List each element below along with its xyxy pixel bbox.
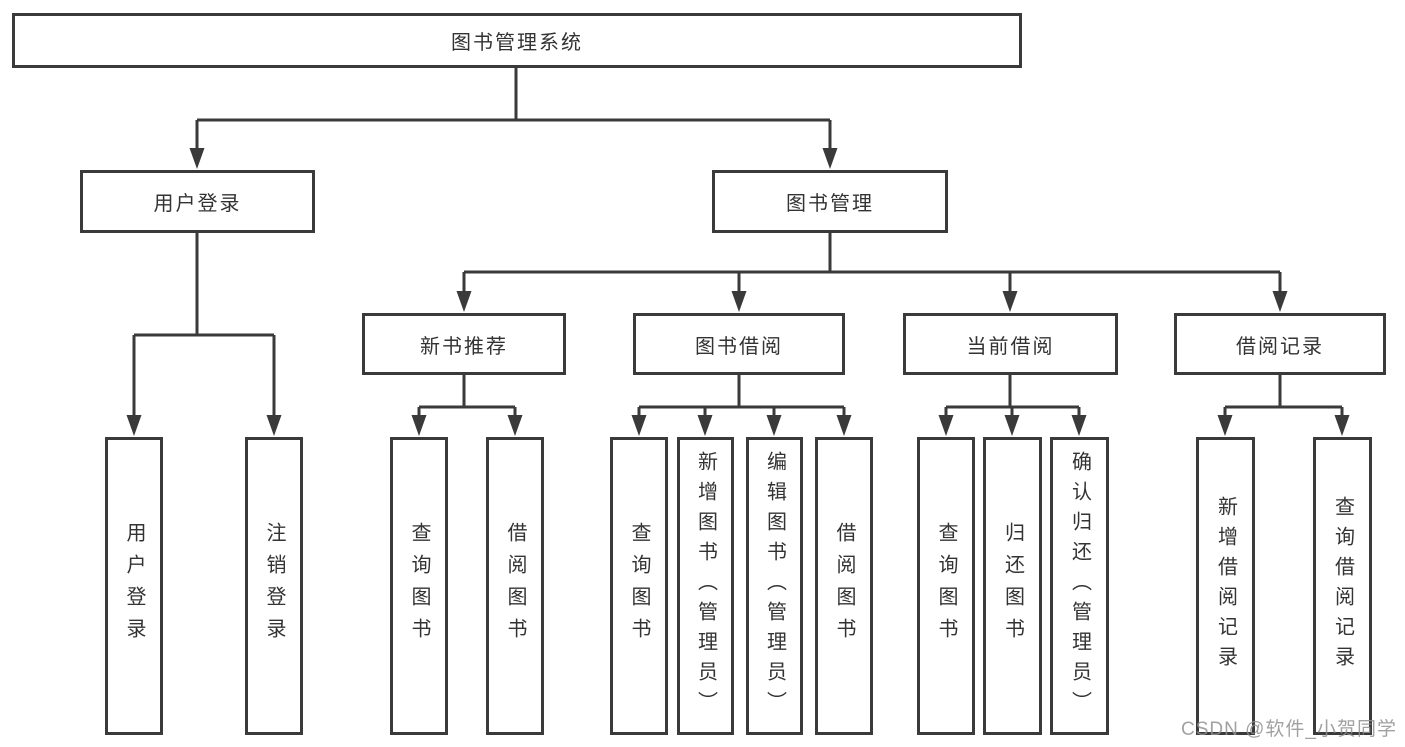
node-label: 查询借阅记录	[1331, 496, 1354, 676]
arrow-icon	[266, 415, 282, 436]
arrow-icon	[822, 148, 838, 169]
node-current-borrow: 当前借阅	[903, 313, 1118, 375]
node-label: 用户登录	[123, 522, 145, 650]
arrow-icon	[836, 415, 852, 436]
leaf-query-books-borrow: 查询图书	[610, 437, 668, 735]
node-label: 用户登录	[153, 193, 242, 215]
node-label: 确认归还（管理员）	[1068, 451, 1091, 721]
node-book-borrow: 图书借阅	[633, 313, 845, 375]
arrow-icon	[766, 415, 782, 436]
leaf-query-books-current: 查询图书	[917, 437, 975, 735]
leaf-logout: 注销登录	[245, 437, 303, 735]
arrow-icon	[1002, 291, 1018, 312]
arrow-icon	[1334, 415, 1350, 436]
node-label: 当前借阅	[966, 335, 1055, 358]
node-label: 归还图书	[1001, 522, 1024, 650]
leaf-borrow-books-recommend: 借阅图书	[486, 437, 544, 735]
leaf-return-books: 归还图书	[983, 437, 1042, 735]
arrow-icon	[1071, 415, 1087, 436]
node-label: 查询图书	[408, 522, 430, 650]
node-root-system: 图书管理系统	[12, 13, 1022, 68]
node-borrow-records: 借阅记录	[1174, 313, 1386, 375]
arrow-icon	[1272, 291, 1288, 312]
node-label: 编辑图书（管理员）	[763, 451, 786, 721]
arrow-icon	[189, 148, 205, 169]
node-user-login: 用户登录	[80, 170, 315, 233]
arrow-icon	[456, 291, 472, 312]
node-label: 新增图书（管理员）	[694, 451, 717, 721]
watermark-text: CSDN @软件_小贺同学	[1181, 719, 1397, 740]
node-new-book-recommend: 新书推荐	[362, 313, 566, 375]
leaf-add-borrow-record: 新增借阅记录	[1196, 437, 1255, 735]
leaf-borrow-books: 借阅图书	[815, 437, 873, 735]
node-label: 新增借阅记录	[1214, 496, 1237, 676]
leaf-add-books-admin: 新增图书（管理员）	[677, 437, 734, 735]
node-label: 借阅图书	[504, 522, 526, 650]
node-label: 图书管理	[786, 193, 874, 215]
arrow-icon	[411, 415, 427, 436]
leaf-query-books-recommend: 查询图书	[390, 437, 448, 735]
arrow-icon	[1004, 415, 1020, 436]
arrow-icon	[507, 415, 523, 436]
node-label: 查询图书	[935, 522, 957, 650]
arrow-icon	[938, 415, 954, 436]
arrow-icon	[631, 415, 647, 436]
node-label: 查询图书	[628, 522, 650, 650]
arrow-icon	[1217, 415, 1233, 436]
leaf-edit-books-admin: 编辑图书（管理员）	[746, 437, 803, 735]
node-label: 新书推荐	[420, 335, 508, 358]
leaf-query-borrow-record: 查询借阅记录	[1313, 437, 1372, 735]
node-label: 图书管理系统	[451, 32, 583, 54]
node-book-management: 图书管理	[712, 170, 948, 233]
node-label: 注销登录	[263, 522, 285, 650]
node-label: 借阅记录	[1236, 335, 1324, 358]
arrowheads	[126, 148, 1350, 436]
node-label: 借阅图书	[833, 522, 855, 650]
arrow-icon	[126, 415, 142, 436]
node-label: 图书借阅	[695, 335, 783, 358]
arrow-icon	[731, 291, 747, 312]
leaf-user-login: 用户登录	[105, 437, 163, 735]
leaf-confirm-return-admin: 确认归还（管理员）	[1050, 437, 1109, 735]
arrow-icon	[697, 415, 713, 436]
